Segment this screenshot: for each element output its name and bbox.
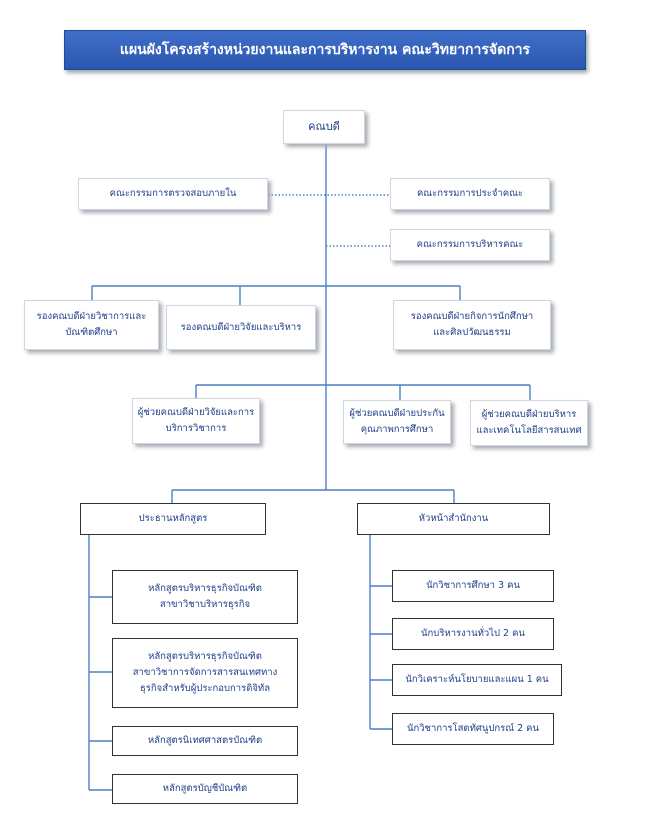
deputy-research-box: รองคณบดีฝ่ายวิจัยและบริหาร xyxy=(166,305,316,350)
assistant-admin-box: ผู้ช่วยคณบดีฝ่ายบริหาร และเทคโนโลยีสารสน… xyxy=(470,400,588,446)
program-digital-info-box: หลักสูตรบริหารธุรกิจบัณฑิต สาขาวิชาการจั… xyxy=(112,638,298,708)
deputy-student-line1: รองคณบดีฝ่ายกิจการนักศึกษา xyxy=(410,311,534,322)
program-chair-box: ประธานหลักสูตร xyxy=(80,503,266,535)
executive-committee-box: คณะกรรมการบริหารคณะ xyxy=(390,229,550,261)
program-business-admin-line2: สาขาวิชาบริหารธุรกิจ xyxy=(159,599,251,610)
assistant-research-line2: บริการวิชาการ xyxy=(165,423,227,434)
deputy-academic-line1: รองคณบดีฝ่ายวิชาการและ xyxy=(36,311,147,322)
assistant-research-line1: ผู้ช่วยคณบดีฝ่ายวิจัยและการ xyxy=(137,407,255,418)
program-business-admin-box: หลักสูตรบริหารธุรกิจบัณฑิต สาขาวิชาบริหา… xyxy=(112,570,298,624)
office-head-box: หัวหน้าสำนักงาน xyxy=(357,503,550,535)
internal-audit-committee-box: คณะกรรมการตรวจสอบภายใน xyxy=(78,178,268,210)
program-digital-info-line3: ธุรกิจสำหรับผู้ประกอบการดิจิทัล xyxy=(139,683,271,694)
deputy-student-line2: และศิลปวัฒนธรรม xyxy=(433,327,511,338)
staff-policy-analyst-box: นักวิเคราะห์นโยบายและแผน 1 คน xyxy=(392,664,562,696)
dean-box: คณบดี xyxy=(283,110,365,144)
assistant-admin-line1: ผู้ช่วยคณบดีฝ่ายบริหาร xyxy=(481,409,577,420)
deputy-academic-box: รองคณบดีฝ่ายวิชาการและ บัณฑิตศึกษา xyxy=(24,300,159,350)
assistant-research-box: ผู้ช่วยคณบดีฝ่ายวิจัยและการ บริการวิชากา… xyxy=(132,398,260,444)
page-title: แผนผังโครงสร้างหน่วยงานและการบริหารงาน ค… xyxy=(64,30,586,70)
assistant-qa-box: ผู้ช่วยคณบดีฝ่ายประกัน คุณภาพการศึกษา xyxy=(343,400,451,444)
program-digital-info-line2: สาขาวิชาการจัดการสารสนเทศทาง xyxy=(132,667,278,678)
faculty-board-box: คณะกรรมการประจำคณะ xyxy=(390,178,550,210)
program-digital-info-line1: หลักสูตรบริหารธุรกิจบัณฑิต xyxy=(148,651,262,662)
staff-audiovisual-box: นักวิชาการโสตทัศนูปกรณ์ 2 คน xyxy=(392,713,554,745)
program-communication-arts-box: หลักสูตรนิเทศศาสตรบัณฑิต xyxy=(112,726,298,756)
staff-education-officer-box: นักวิชาการศึกษา 3 คน xyxy=(392,570,554,602)
assistant-qa-line2: คุณภาพการศึกษา xyxy=(360,424,434,435)
deputy-student-box: รองคณบดีฝ่ายกิจการนักศึกษา และศิลปวัฒนธร… xyxy=(393,300,551,350)
assistant-admin-line2: และเทคโนโลยีสารสนเทศ xyxy=(476,425,582,436)
deputy-academic-line2: บัณฑิตศึกษา xyxy=(65,327,118,338)
program-accounting-box: หลักสูตรบัญชีบัณฑิต xyxy=(112,774,298,804)
assistant-qa-line1: ผู้ช่วยคณบดีฝ่ายประกัน xyxy=(349,408,445,419)
staff-general-admin-box: นักบริหารงานทั่วไป 2 คน xyxy=(392,618,554,650)
program-business-admin-line1: หลักสูตรบริหารธุรกิจบัณฑิต xyxy=(148,583,262,594)
